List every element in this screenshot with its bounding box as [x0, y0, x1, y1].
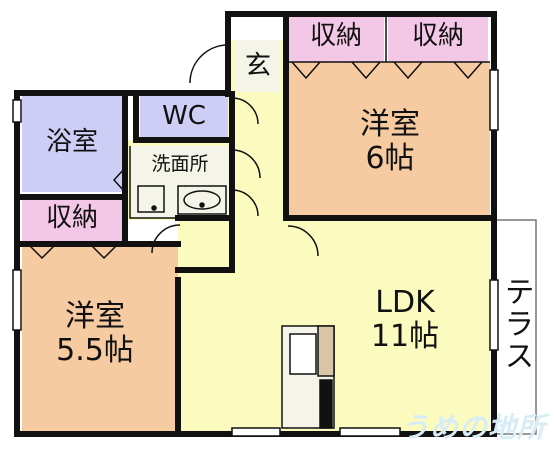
windows — [12, 69, 499, 437]
western-6-label-line1: 洋室 — [360, 107, 420, 142]
western-6-label-line2: 6帖 — [365, 141, 415, 176]
western-room-55 — [22, 242, 178, 434]
watermark-logo: うめの地所 — [400, 411, 546, 444]
terrace-area — [491, 219, 537, 435]
ldk-label-line1: LDK — [375, 285, 435, 320]
storage-top-left — [286, 16, 384, 62]
genkan-label: 玄 — [244, 51, 271, 81]
western-55-label-line2: 5.5帖 — [56, 333, 134, 368]
western-55-label-line1: 洋室 — [65, 299, 125, 334]
closet-marks — [27, 61, 483, 260]
door-swings — [112, 44, 319, 257]
wc-label: WC — [162, 101, 206, 131]
storage-top-right-label: 収納 — [411, 21, 464, 51]
storage-left — [22, 200, 122, 242]
storage-top-left-label: 収納 — [309, 21, 362, 51]
genkan-floor — [236, 40, 280, 92]
ldk-label-line2: 11帖 — [370, 319, 440, 354]
bath — [22, 96, 122, 192]
terrace-label: テラス — [498, 276, 534, 372]
wc — [140, 96, 228, 140]
walls — [14, 11, 497, 437]
thin-lines — [22, 16, 490, 429]
washroom-floor — [130, 146, 230, 218]
storage-left-label: 収納 — [45, 203, 98, 233]
western-room-6 — [286, 62, 490, 218]
storage-top-right — [388, 16, 488, 62]
bath-label: 浴室 — [45, 127, 98, 157]
washroom-label: 洗面所 — [151, 153, 209, 175]
